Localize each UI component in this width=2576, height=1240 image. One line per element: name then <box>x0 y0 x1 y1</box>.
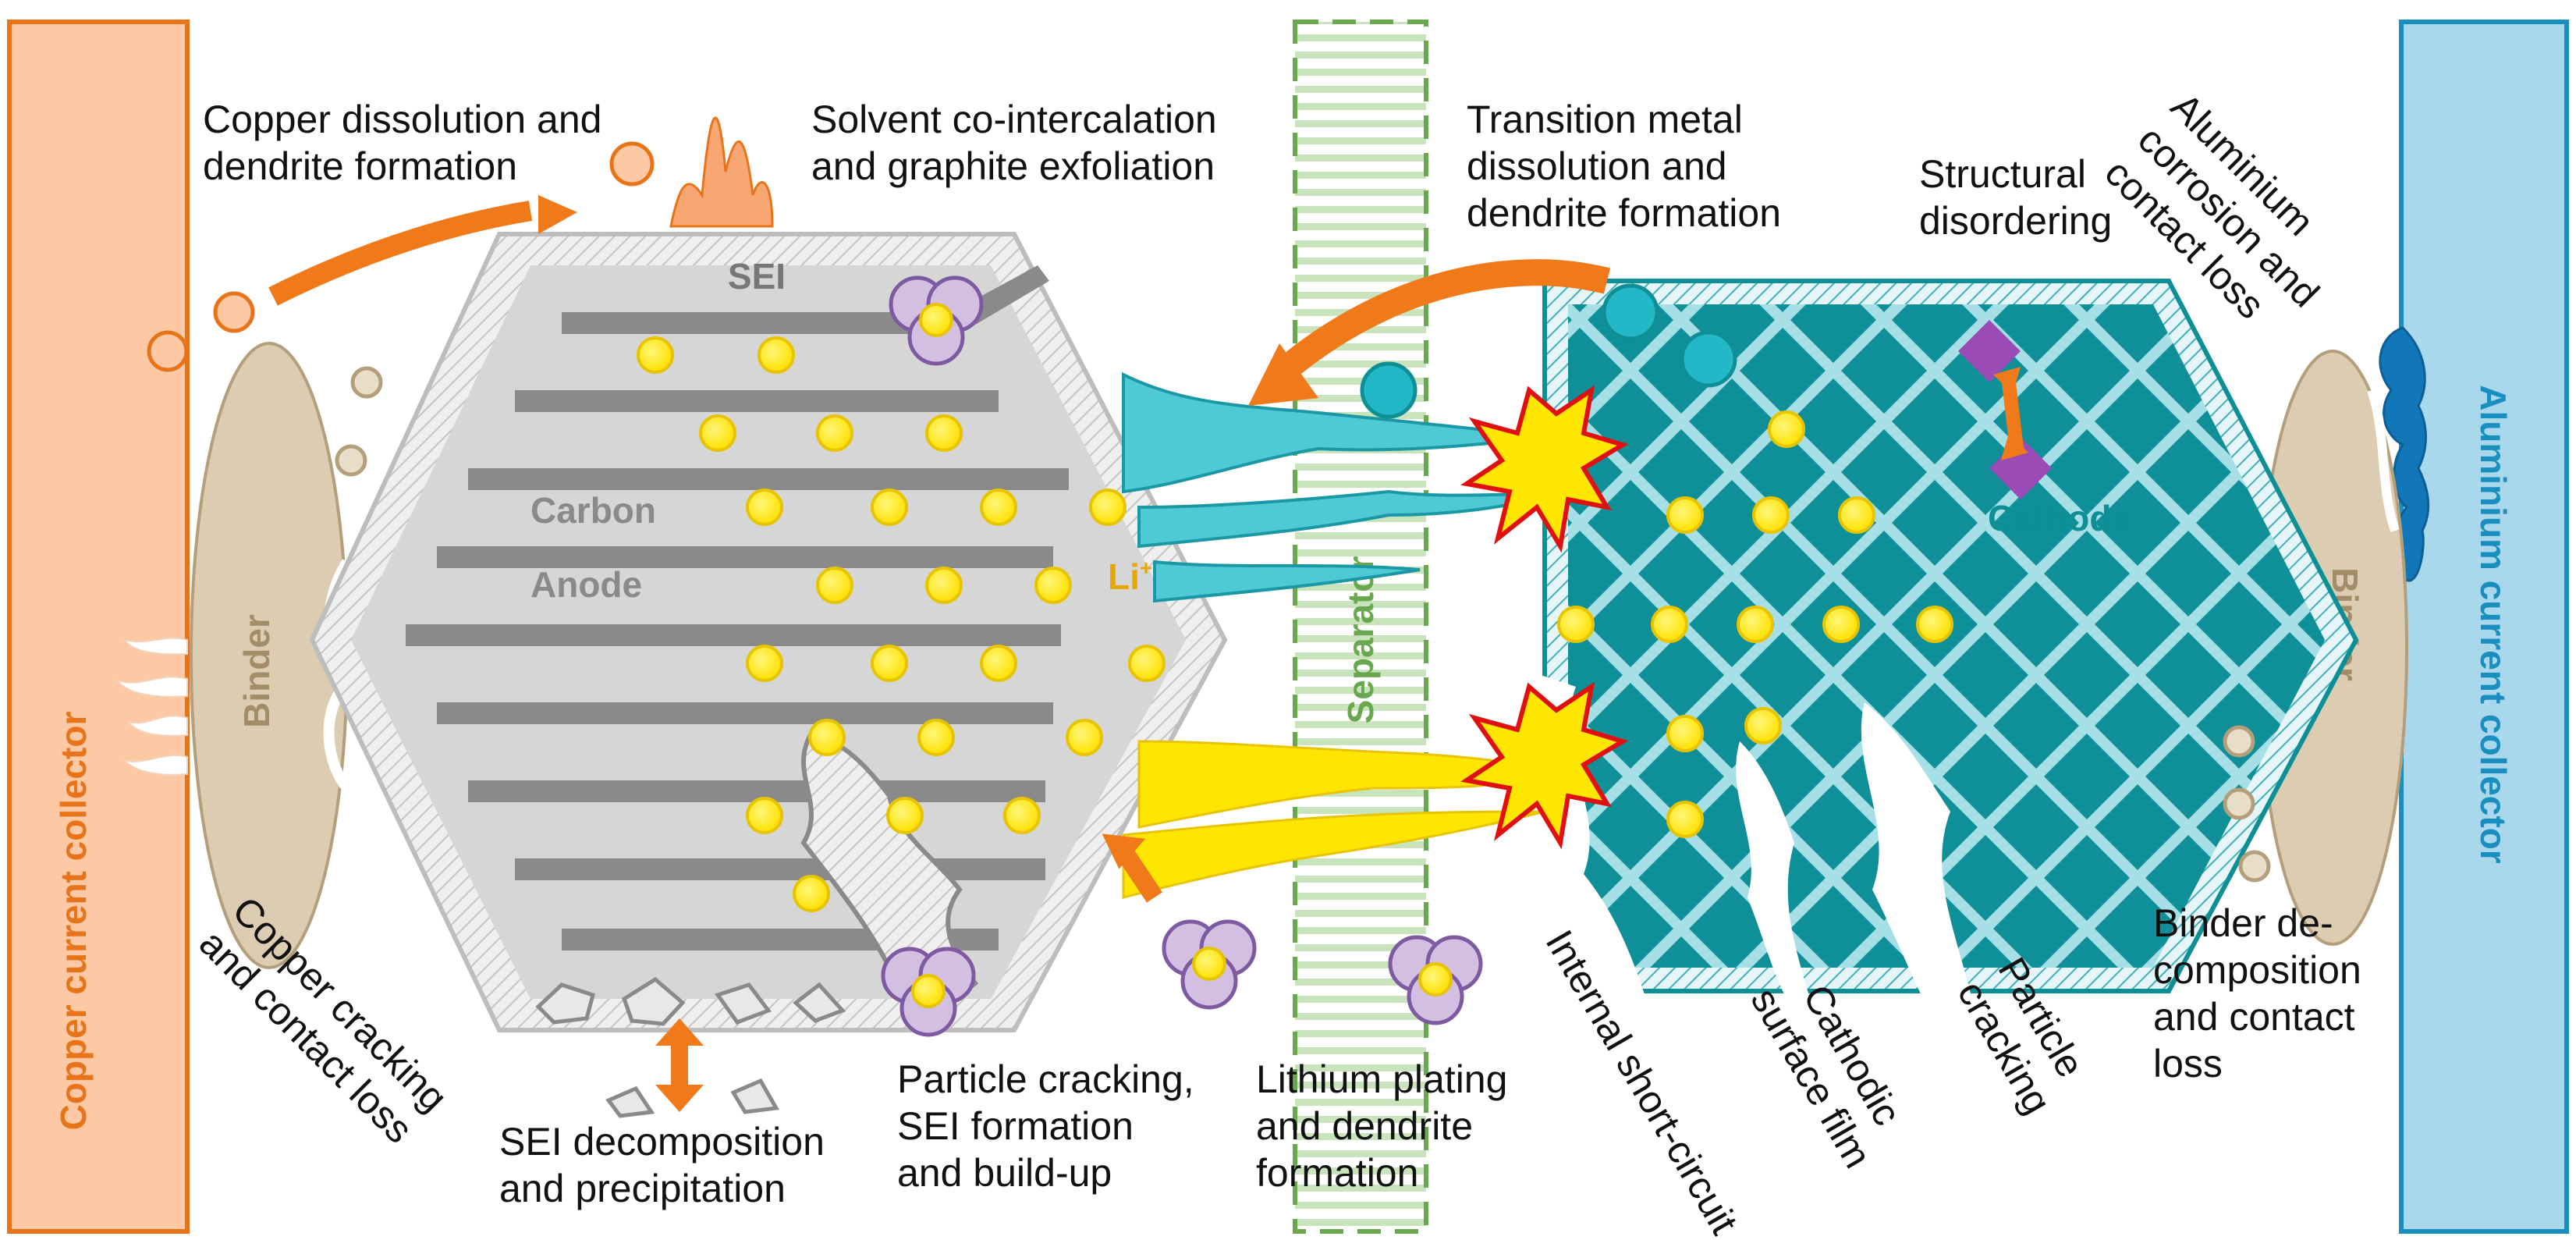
lithium-atom <box>980 489 1017 526</box>
short-circuit-sparks <box>1460 385 1629 850</box>
transition-metal-arrow <box>1248 259 1611 406</box>
lithium-atom <box>1744 707 1782 744</box>
lithium-atom <box>925 567 963 604</box>
cathode-crack-right <box>1861 702 1974 1007</box>
lithium-atoms <box>637 336 1166 912</box>
transition-metal-dendrites <box>1122 371 1553 603</box>
lithium-atom <box>793 875 830 912</box>
lithium-atom <box>637 336 674 374</box>
sei-decomposition-arrow <box>655 1018 704 1112</box>
lithium-atom <box>1752 496 1790 534</box>
lithium-atom <box>816 567 853 604</box>
copper-current-collector: Copper current collector <box>7 20 190 1234</box>
lithium-atom <box>1089 489 1127 526</box>
lithium-atom <box>1651 606 1688 643</box>
lithium-atom <box>1666 496 1704 534</box>
copper-collector-label: Copper current collector <box>53 712 94 1131</box>
solvent-molecule <box>889 275 984 366</box>
lithium-atom <box>746 797 783 834</box>
lithium-atom <box>917 719 955 756</box>
solvent-molecule <box>1162 919 1257 1010</box>
annotation-solvent-cointercalation: Solvent co-intercalation and graphite ex… <box>811 98 1228 188</box>
lithium-atom <box>925 414 963 452</box>
binder-particles-left <box>335 366 383 477</box>
lithium-atom <box>1822 606 1860 643</box>
lithium-atom <box>1838 496 1875 534</box>
separator: Separator <box>1293 20 1428 1234</box>
cathode-label: Cathode <box>1988 498 2131 538</box>
binder-left-label: Binder <box>236 614 277 728</box>
graphite-layers <box>406 265 1069 950</box>
lithium-atom <box>980 645 1017 682</box>
disordering-arrow <box>1993 367 2028 460</box>
annotation-sei-decomposition: SEI decomposition and precipitation <box>499 1120 836 1210</box>
copper-cracks <box>115 637 188 776</box>
annotation-lithium-plating: Lithium plating and dendrite formation <box>1256 1057 1518 1195</box>
anode-label: Anode <box>530 564 642 605</box>
lithium-atom <box>871 489 908 526</box>
annotation-binder-decomposition: Binder de- composition and contact loss <box>2153 901 2372 1085</box>
annotation-copper-dissolution: Copper dissolution and dendrite formatio… <box>203 98 612 188</box>
disordered-diamond-top <box>1958 320 2021 382</box>
carbon-label: Carbon <box>530 490 656 531</box>
separator-label: Separator <box>1340 556 1381 724</box>
annotation-particle-cracking-sei: Particle cracking, SEI formation and bui… <box>897 1057 1205 1195</box>
solvent-molecule <box>1388 935 1483 1025</box>
lithium-atom <box>746 489 783 526</box>
cathode-particle: Cathode <box>1529 279 2359 1007</box>
lithium-atom <box>1737 606 1774 643</box>
lithium-atom <box>808 719 846 756</box>
lithium-atom <box>1003 797 1041 834</box>
lithium-atom <box>816 414 853 452</box>
sei-debris <box>535 976 846 1118</box>
copper-dissolution-arrow <box>268 195 577 306</box>
lithium-atom <box>1557 606 1595 643</box>
lithium-atom <box>1066 719 1103 756</box>
lithium-atom <box>746 645 783 682</box>
cathode-crack-middle <box>1736 741 1810 999</box>
lithium-atom <box>1128 645 1166 682</box>
annotation-transition-metal: Transition metal dissolution and dendrit… <box>1467 98 1781 235</box>
lithium-atom <box>1768 410 1805 448</box>
sei-label: SEI <box>728 256 786 297</box>
aluminium-collector-label: Aluminium current collector <box>2473 385 2514 864</box>
lithium-atom <box>886 797 924 834</box>
binder-particles-right <box>2223 725 2271 883</box>
cathode-lithium-atoms <box>1557 410 1953 838</box>
lithium-atom <box>699 414 736 452</box>
transition-metal-ions <box>1360 283 1737 419</box>
li-ion-label: Li+ <box>1108 556 1152 597</box>
particle-cracking-arrow <box>1102 833 1162 903</box>
solvent-molecules <box>881 275 1483 1037</box>
lithium-atom <box>1666 715 1704 752</box>
anode-particle: SEI Carbon Anode Li+ <box>309 232 1228 1118</box>
lithium-atom <box>1666 801 1704 838</box>
aluminium-current-collector: Aluminium current collector <box>2379 20 2569 1234</box>
solvent-molecule <box>881 947 976 1037</box>
copper-ions <box>147 141 655 372</box>
lithium-atom <box>1916 606 1953 643</box>
annotation-structural-disordering: Structural disordering <box>1919 152 2112 243</box>
lithium-atom <box>1034 567 1072 604</box>
lithium-atom <box>758 336 795 374</box>
copper-dendrite <box>669 116 774 228</box>
lithium-atom <box>871 645 908 682</box>
